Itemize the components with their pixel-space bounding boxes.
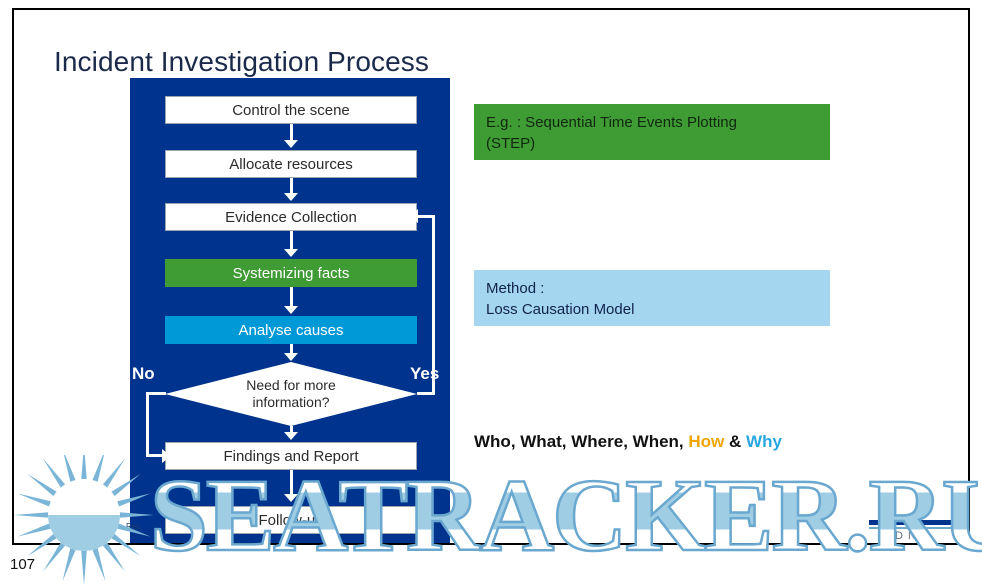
flow-step-evidence-collection[interactable]: Evidence Collection [165, 203, 417, 231]
yes-loop-line [432, 215, 435, 394]
connector-arrow-head [284, 193, 298, 201]
diamond-label: Need for more information? [165, 362, 417, 426]
five-w-questions-line: Who, What, Where, When, How & Why [474, 432, 782, 452]
connector-arrow-line [290, 287, 293, 308]
connector-arrow-line [290, 344, 293, 355]
yes-loop-line [417, 392, 435, 395]
questions-how: How [688, 432, 725, 451]
yes-branch-label: Yes [410, 364, 440, 383]
connector-arrow-head [284, 306, 298, 314]
footer-band [28, 508, 958, 542]
callout-green-line2: (STEP) [486, 135, 536, 152]
connector-arrow-line [290, 470, 293, 496]
page-title: Incident Investigation Process [54, 46, 429, 77]
diamond-label-line2: information? [252, 394, 330, 410]
connector-arrow-line [290, 231, 293, 251]
connector-arrow-head [284, 249, 298, 257]
connector-arrow-line [290, 426, 293, 434]
dnv-logo-bar [869, 520, 961, 525]
callout-blue-line2: Loss Causation Model [486, 301, 635, 318]
callout-green-line1: E.g. : Sequential Time Events Plotting [486, 114, 737, 131]
flow-decision-need-for-more-information[interactable]: Need for more information? [165, 362, 417, 426]
no-branch-line [146, 454, 163, 457]
no-branch-line [146, 392, 149, 456]
slide-canvas: Incident Investigation Process Control t… [12, 8, 970, 545]
flow-step-follow-up[interactable]: Follow-up [165, 506, 417, 534]
yes-loop-arrow-head [409, 209, 418, 223]
flow-step-label: Follow-up [258, 511, 324, 529]
questions-plain: Who, What, Where, When, [474, 432, 684, 451]
connector-arrow-line [290, 178, 293, 195]
flow-step-label: Evidence Collection [225, 208, 357, 226]
footer-revision: Rev. [126, 522, 142, 531]
flow-step-control-the-scene[interactable]: Control the scene [165, 96, 417, 124]
diamond-label-line1: Need for more [246, 377, 336, 393]
flow-step-analyse-causes[interactable]: Analyse causes [165, 316, 417, 344]
questions-why: Why [746, 432, 782, 451]
footer-copyright: 107 DNV © [60, 522, 105, 531]
yes-loop-line [418, 215, 435, 218]
questions-amp: & [729, 432, 742, 451]
dnv-logo-bar-secondary [869, 527, 961, 529]
dnv-logo: DNV [869, 510, 961, 543]
page-number: 107 [10, 556, 36, 573]
flow-step-label: Control the scene [232, 101, 350, 119]
flow-step-label: Findings and Report [223, 447, 359, 465]
callout-step-method: E.g. : Sequential Time Events Plotting (… [474, 104, 830, 160]
flow-step-label: Systemizing facts [232, 264, 350, 282]
dnv-logo-text: DNV [895, 530, 934, 542]
flow-step-label: Allocate resources [229, 155, 353, 173]
no-branch-arrow-head [162, 449, 171, 463]
connector-arrow-head [284, 140, 298, 148]
connector-arrow-head [284, 353, 298, 361]
flow-step-systemizing-facts[interactable]: Systemizing facts [165, 259, 417, 287]
callout-blue-line1: Method : [486, 280, 545, 297]
flow-step-findings-and-report[interactable]: Findings and Report [165, 442, 417, 470]
callout-loss-causation-model: Method : Loss Causation Model [474, 270, 830, 326]
no-branch-label: No [132, 364, 155, 383]
flow-step-label: Analyse causes [238, 321, 344, 339]
flow-step-allocate-resources[interactable]: Allocate resources [165, 150, 417, 178]
no-branch-line [146, 392, 166, 395]
connector-arrow-line [290, 124, 293, 142]
connector-arrow-head [284, 494, 298, 502]
connector-arrow-head [284, 432, 298, 440]
